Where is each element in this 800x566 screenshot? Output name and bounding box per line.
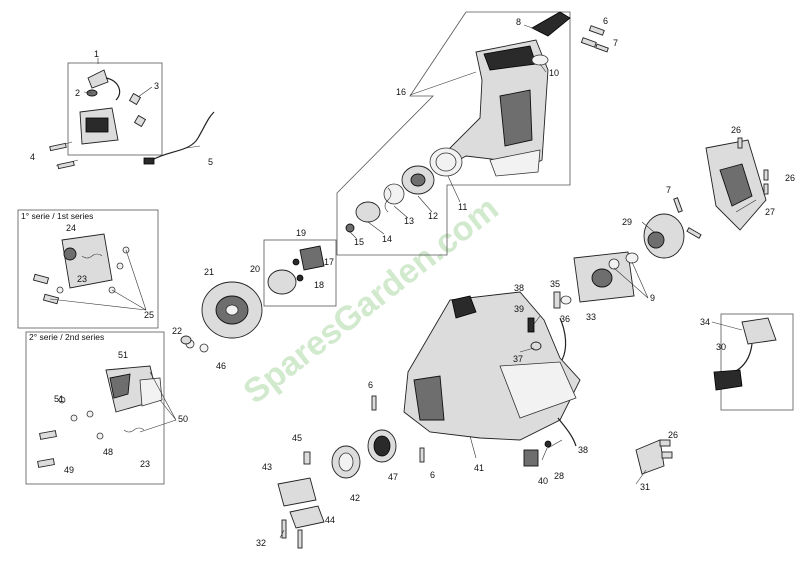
callout-26b: 26: [785, 173, 795, 183]
leader-lines: [49, 24, 757, 539]
callout-22: 22: [172, 326, 182, 336]
callout-38b: 38: [578, 445, 588, 455]
screws-6-misc: [371, 395, 425, 463]
callout-39: 39: [514, 304, 524, 314]
switch-wire: [143, 111, 215, 165]
callout-24: 24: [66, 223, 76, 233]
fuel-lines: [523, 291, 577, 467]
callout-7a: 7: [613, 38, 618, 48]
callout-51a: 51: [118, 350, 128, 360]
callout-2: 2: [75, 88, 80, 98]
callout-33: 33: [586, 312, 596, 322]
rear-handle: [447, 39, 549, 177]
callout-4: 4: [30, 152, 35, 162]
callout-35: 35: [550, 279, 560, 289]
callout-11: 11: [458, 202, 467, 212]
nut-22: [180, 335, 192, 345]
callout-6c: 6: [430, 470, 435, 480]
callout-46: 46: [216, 361, 226, 371]
box-frames: [17, 11, 794, 485]
callout-6b: 6: [368, 380, 373, 390]
callout-26c: 26: [668, 430, 678, 440]
clutch-2nd-series: [37, 365, 163, 468]
clutch-cover: [705, 137, 769, 231]
callout-32: 32: [256, 538, 266, 548]
callout-13: 13: [404, 216, 414, 226]
callout-18: 18: [314, 280, 324, 290]
flywheel: [185, 281, 263, 353]
series1-label: 1° serie / 1st series: [21, 211, 93, 221]
series2-label: 2° serie / 2nd series: [29, 332, 104, 342]
callout-47: 47: [388, 472, 398, 482]
callout-23b: 23: [140, 459, 150, 469]
ignition-coil: [79, 69, 121, 145]
callout-15: 15: [354, 237, 364, 247]
callout-45: 45: [292, 433, 302, 443]
bracket-31: [635, 439, 673, 475]
callout-16: 16: [396, 87, 406, 97]
crankcase: [403, 291, 581, 441]
callout-12: 12: [428, 211, 438, 221]
callout-17: 17: [324, 257, 334, 267]
callout-27: 27: [765, 207, 775, 217]
callout-1: 1: [94, 49, 99, 59]
callout-5: 5: [208, 157, 213, 167]
callout-30: 30: [716, 342, 726, 352]
callout-38a: 38: [514, 283, 524, 293]
starter-rewind-parts: [345, 147, 463, 233]
callout-14: 14: [382, 234, 392, 244]
callout-41: 41: [474, 463, 484, 473]
callout-44: 44: [325, 515, 335, 525]
callout-42: 42: [350, 493, 360, 503]
callout-8: 8: [516, 17, 521, 27]
callout-49: 49: [64, 465, 74, 475]
callout-36: 36: [560, 314, 570, 324]
callout-19: 19: [296, 228, 306, 238]
callout-28: 28: [554, 471, 564, 481]
callout-43: 43: [262, 462, 272, 472]
callout-29: 29: [622, 217, 632, 227]
callout-31: 31: [640, 482, 650, 492]
callout-9: 9: [650, 293, 655, 303]
chain-guard-parts: [277, 451, 325, 549]
coil-screws: [49, 92, 147, 170]
callout-48: 48: [103, 447, 113, 457]
clutch-1st-series: [32, 233, 130, 305]
callout-10: 10: [549, 68, 559, 78]
callout-50: 50: [178, 414, 188, 424]
callout-7b: 7: [666, 185, 671, 195]
callout-25: 25: [144, 310, 154, 320]
callout-6a: 6: [603, 16, 608, 26]
bushings: [331, 429, 397, 479]
crank-drum: [643, 197, 702, 259]
callout-37: 37: [513, 354, 523, 364]
callout-20: 20: [250, 264, 260, 274]
callout-3: 3: [154, 81, 159, 91]
callout-51b: 51: [54, 394, 64, 404]
callout-23a: 23: [77, 274, 87, 284]
screws-6-7: [580, 25, 609, 53]
starter-pulley: [267, 245, 325, 295]
callout-34: 34: [700, 317, 710, 327]
callout-21: 21: [204, 267, 214, 277]
fuel-filter: [713, 317, 777, 391]
callout-26a: 26: [731, 125, 741, 135]
callout-numbers: 1 2 3 4 5 6 7 8 10 16 11 12 13 14 15 19 …: [30, 16, 795, 548]
callout-40: 40: [538, 476, 548, 486]
bearing-plate: [573, 251, 639, 303]
starter-grip: [531, 11, 571, 66]
